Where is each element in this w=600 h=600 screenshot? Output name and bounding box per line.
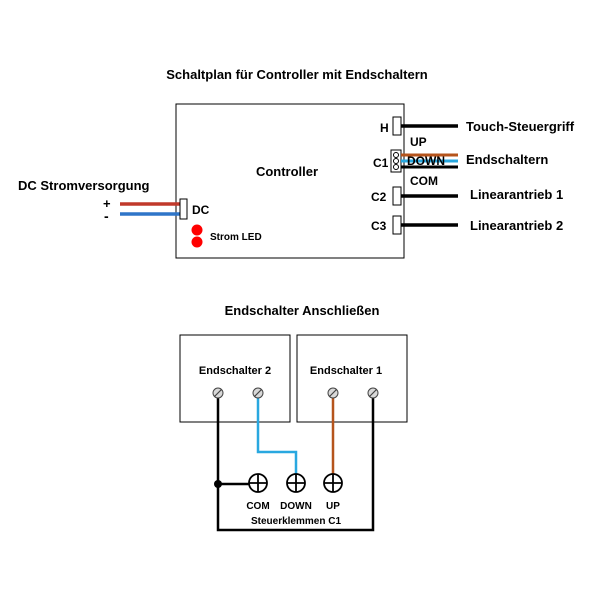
linear1-label: Linearantrieb 1: [470, 187, 563, 202]
terminal-com-label: COM: [246, 501, 269, 512]
top-title: Schaltplan für Controller mit Endschalte…: [166, 67, 428, 82]
terminals-label: Steuerklemmen C1: [251, 516, 341, 527]
led-dot-2: [191, 236, 203, 248]
port-c3-connector: [392, 215, 402, 235]
port-c3-label: C3: [371, 219, 387, 233]
port-c2-connector: [392, 186, 402, 206]
controller-box: [175, 103, 405, 259]
dc-connector: [179, 198, 188, 220]
switch2-screw-left: [212, 387, 224, 399]
switch1-label: Endschalter 1: [310, 365, 382, 377]
plus-sign: +: [103, 196, 111, 211]
switch1-box: [296, 334, 408, 423]
dc-label: DC: [192, 203, 210, 217]
switch1-screw-left: [327, 387, 339, 399]
switch2-label: Endschalter 2: [199, 365, 271, 377]
c1-pin-com: [393, 164, 399, 170]
c1-up-label: UP: [410, 135, 427, 149]
port-c1-label: C1: [373, 156, 389, 170]
bottom-title: Endschalter Anschließen: [225, 303, 380, 318]
c1-pin-up: [393, 152, 399, 158]
touch-label: Touch-Steuergriff: [466, 119, 575, 134]
c1-com-label: COM: [410, 174, 438, 188]
led-label: Strom LED: [210, 232, 262, 243]
c1-down-label: DOWN: [407, 154, 445, 168]
minus-sign: -: [104, 208, 109, 224]
port-h-label: H: [380, 121, 389, 135]
wire-s1-common: [216, 396, 375, 532]
switch1-screw-right: [367, 387, 379, 399]
c1-pin-down: [393, 158, 399, 164]
wire-s2-down: [256, 396, 298, 474]
terminal-up-label: UP: [326, 501, 340, 512]
terminal-up: [323, 473, 343, 493]
led-dot-1: [191, 224, 203, 236]
endschalter-label: Endschaltern: [466, 152, 548, 167]
terminal-down-label: DOWN: [280, 501, 312, 512]
controller-label: Controller: [256, 164, 318, 179]
port-h-connector: [392, 116, 402, 136]
power-label: DC Stromversorgung: [18, 178, 150, 193]
terminal-com: [248, 473, 268, 493]
switch2-box: [179, 334, 291, 423]
linear2-label: Linearantrieb 2: [470, 218, 563, 233]
switch2-screw-right: [252, 387, 264, 399]
port-c2-label: C2: [371, 190, 387, 204]
terminal-down: [286, 473, 306, 493]
